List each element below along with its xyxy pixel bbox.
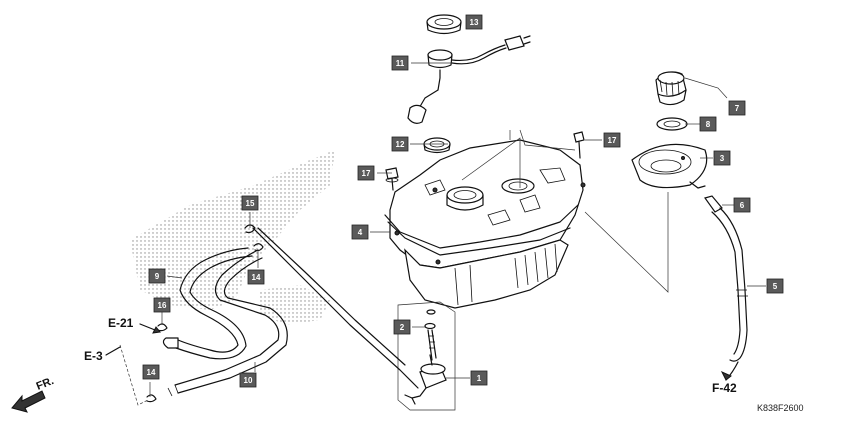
fuel-valve bbox=[404, 354, 447, 405]
fuel-hose-10 bbox=[167, 249, 288, 397]
svg-text:4: 4 bbox=[358, 228, 363, 237]
e21-arrowhead bbox=[152, 326, 161, 334]
svg-text:7: 7 bbox=[735, 104, 740, 113]
callout-2[interactable]: 2 bbox=[393, 319, 411, 335]
f42-arrowhead bbox=[720, 370, 732, 381]
callout-17-left[interactable]: 17 bbox=[357, 165, 375, 181]
vent-tube-inner bbox=[257, 227, 406, 366]
svg-text:13: 13 bbox=[470, 18, 479, 27]
fuel-hose-9 bbox=[175, 247, 253, 360]
ref-e21[interactable]: E-21 bbox=[108, 316, 134, 330]
callout-4[interactable]: 4 bbox=[351, 224, 369, 240]
callout-6[interactable]: 6 bbox=[733, 197, 751, 213]
callout-16[interactable]: 16 bbox=[153, 297, 171, 313]
drain-tube bbox=[711, 207, 748, 362]
drain-tube-joint bbox=[704, 195, 723, 213]
filler-cap bbox=[655, 71, 687, 106]
callout-3[interactable]: 3 bbox=[713, 150, 731, 166]
callout-1[interactable]: 1 bbox=[470, 370, 488, 386]
sender-lock-ring bbox=[426, 14, 462, 35]
frame-stipple-area bbox=[130, 150, 335, 310]
filler-gasket bbox=[656, 117, 688, 131]
callout-14-upper[interactable]: 14 bbox=[247, 269, 265, 285]
callout-11[interactable]: 11 bbox=[391, 55, 409, 71]
svg-text:15: 15 bbox=[246, 199, 255, 208]
callout-15[interactable]: 15 bbox=[241, 195, 259, 211]
diagram-code: K838F2600 bbox=[757, 403, 804, 413]
leader-lines bbox=[119, 21, 766, 406]
callout-5[interactable]: 5 bbox=[766, 278, 784, 294]
svg-text:11: 11 bbox=[396, 59, 405, 68]
fuel-tank bbox=[384, 139, 586, 309]
svg-text:14: 14 bbox=[147, 368, 156, 377]
svg-text:2: 2 bbox=[400, 323, 405, 332]
svg-text:6: 6 bbox=[740, 201, 745, 210]
clip-15 bbox=[244, 224, 256, 234]
svg-text:3: 3 bbox=[720, 154, 725, 163]
valve-screw bbox=[424, 309, 437, 361]
callout-8[interactable]: 8 bbox=[699, 116, 717, 132]
svg-text:5: 5 bbox=[773, 282, 778, 291]
ref-e3[interactable]: E-3 bbox=[84, 349, 103, 363]
svg-text:14: 14 bbox=[252, 273, 261, 282]
callout-7[interactable]: 7 bbox=[728, 100, 746, 116]
svg-text:16: 16 bbox=[158, 301, 167, 310]
ref-fr: FR. bbox=[35, 375, 56, 393]
hose-end-e21 bbox=[162, 337, 179, 349]
svg-text:17: 17 bbox=[362, 169, 371, 178]
front-direction-arrow: FR. bbox=[11, 375, 56, 413]
bolt-17-left bbox=[385, 167, 399, 191]
callout-13[interactable]: 13 bbox=[465, 14, 483, 30]
sender-gasket bbox=[423, 137, 451, 154]
callout-14-lower[interactable]: 14 bbox=[142, 364, 160, 380]
callout-9[interactable]: 9 bbox=[148, 268, 166, 284]
valve-bracket bbox=[397, 301, 456, 411]
clip-16 bbox=[157, 323, 168, 332]
bolt-17-right bbox=[573, 131, 585, 159]
svg-text:10: 10 bbox=[244, 376, 253, 385]
svg-text:17: 17 bbox=[608, 136, 617, 145]
fuel-level-sender bbox=[407, 35, 531, 124]
svg-text:12: 12 bbox=[396, 140, 405, 149]
callout-17-right[interactable]: 17 bbox=[603, 132, 621, 148]
vent-tube bbox=[252, 227, 419, 389]
svg-text:8: 8 bbox=[706, 120, 711, 129]
clip-14-lower bbox=[146, 394, 157, 403]
fuel-drain-cup bbox=[631, 143, 708, 189]
svg-text:1: 1 bbox=[477, 374, 482, 383]
frame-stipple-lower bbox=[258, 285, 330, 325]
e3-arrow bbox=[105, 346, 121, 356]
callout-12[interactable]: 12 bbox=[391, 136, 409, 152]
svg-text:9: 9 bbox=[155, 272, 160, 281]
ref-f42[interactable]: F-42 bbox=[712, 381, 737, 395]
callout-10[interactable]: 10 bbox=[239, 372, 257, 388]
